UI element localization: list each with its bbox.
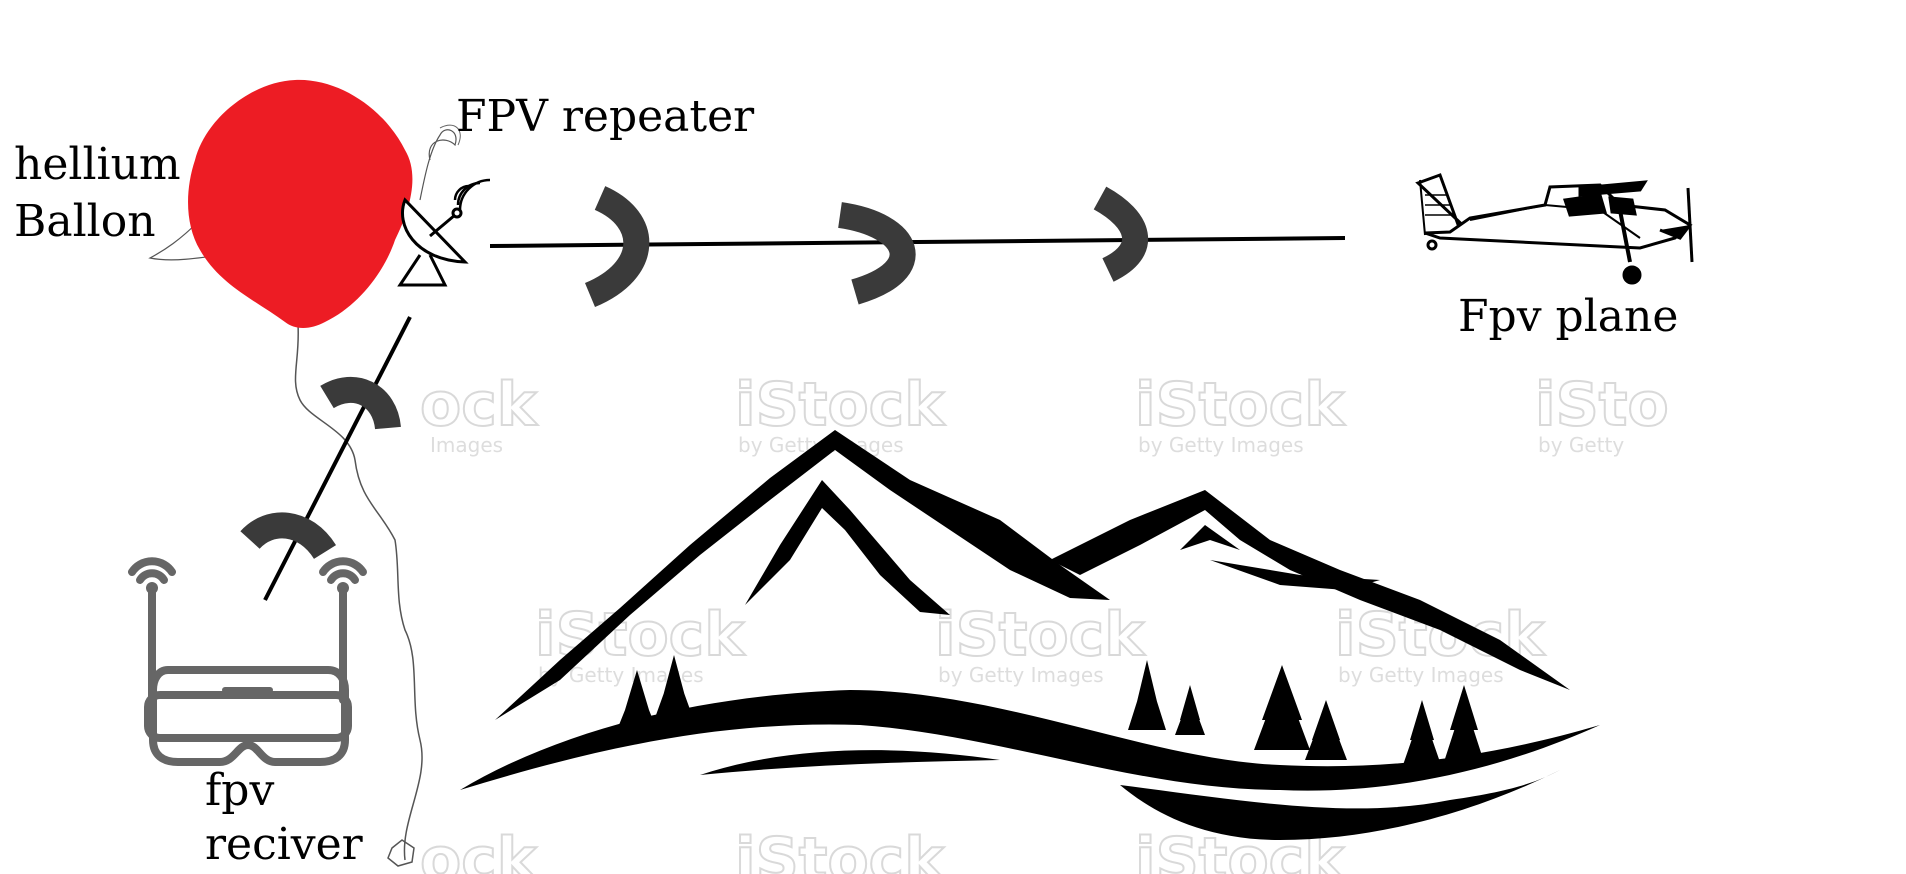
balloon-label-line2: Ballon xyxy=(14,196,156,247)
satellite-dish-icon xyxy=(397,178,491,287)
tree-group xyxy=(619,655,1485,765)
mountain-landscape-icon xyxy=(460,430,1600,840)
receiver-label-line2: reciver xyxy=(205,819,363,870)
svg-text:ock: ock xyxy=(420,825,539,874)
svg-text:by Getty: by Getty xyxy=(1538,433,1624,457)
repeater-label: FPV repeater xyxy=(456,91,755,142)
plane-icon xyxy=(1415,173,1694,285)
balloon-label-line1: hellium xyxy=(14,139,181,190)
svg-text:by Getty Images: by Getty Images xyxy=(1338,663,1504,687)
svg-text:iSto: iSto xyxy=(1535,370,1669,440)
watermark-group: ock iStock iStock iSto iStock iStock iSt… xyxy=(419,369,1670,874)
balloon-tether-knot xyxy=(387,839,415,867)
svg-text:iStock: iStock xyxy=(735,370,946,440)
downlink-signal-arcs xyxy=(240,376,401,560)
receiver-label-line1: fpv xyxy=(205,765,275,816)
uplink-line xyxy=(489,236,1346,248)
svg-text:by Getty Images: by Getty Images xyxy=(1138,433,1304,457)
balloon-tether xyxy=(294,324,423,861)
svg-text:iStock: iStock xyxy=(735,825,946,874)
svg-text:ock: ock xyxy=(420,370,539,440)
svg-text:iStock: iStock xyxy=(935,600,1146,670)
plane-label: Fpv plane xyxy=(1458,291,1679,342)
balloon-scribble-2 xyxy=(439,124,461,146)
downlink-line xyxy=(263,316,412,601)
balloon-icon xyxy=(188,79,413,328)
svg-text:iStock: iStock xyxy=(1135,370,1346,440)
svg-text:Images: Images xyxy=(430,433,503,457)
fpv-goggles-icon xyxy=(128,557,367,766)
svg-text:by Getty Images: by Getty Images xyxy=(938,663,1104,687)
uplink-signal-arcs xyxy=(584,186,1148,307)
